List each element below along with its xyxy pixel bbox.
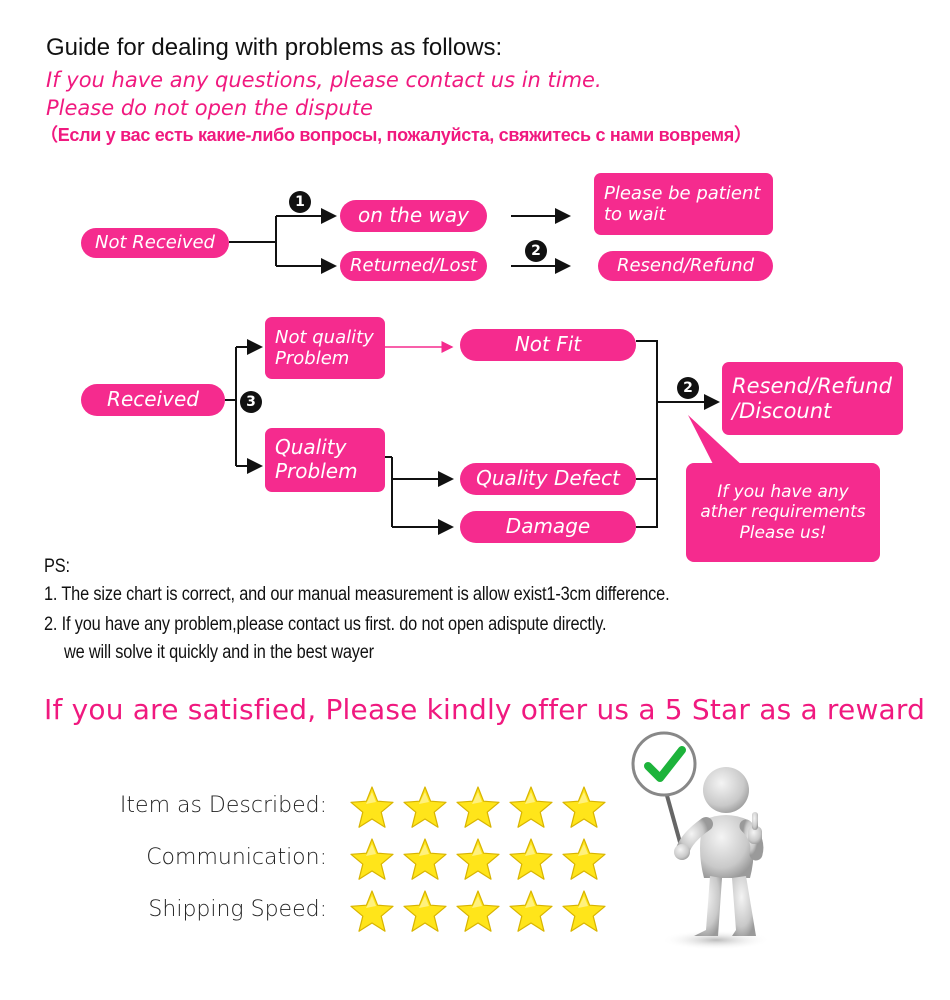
rating-stars-item-described (348, 784, 608, 830)
star-icon (507, 836, 555, 882)
rating-stars-shipping-speed (348, 888, 608, 934)
star-icon (454, 784, 502, 830)
returned-lost-box: Returned/Lost (340, 251, 487, 281)
received-label: Received (107, 387, 199, 412)
ps-line-3: we will solve it quickly and in the best… (64, 642, 374, 663)
quality-line-2: Problem (275, 459, 358, 483)
russian-note: （Если у вас есть какие-либо вопросы, пож… (40, 125, 752, 145)
resend-refund-discount-box: Resend/Refund /Discount (722, 362, 903, 435)
quality-line-1: Quality (275, 435, 347, 460)
star-icon (454, 888, 502, 934)
flow-connectors (225, 208, 745, 535)
step-badge-2: 2 (525, 240, 547, 262)
damage-label: Damage (505, 514, 591, 539)
not-quality-problem-box: Not quality Problem (265, 317, 385, 379)
contact-note: If you have any questions, please contac… (46, 68, 602, 92)
returned-lost-label: Returned/Lost (350, 255, 477, 277)
rating-label-communication: Communication: (146, 845, 327, 870)
step-badge-3: 3 (240, 391, 262, 413)
star-icon (401, 888, 449, 934)
rating-label-shipping-speed: Shipping Speed: (148, 897, 327, 922)
step-badge-1: 1 (289, 191, 311, 213)
star-icon (401, 836, 449, 882)
resend-refund-discount-line-2: /Discount (732, 398, 832, 423)
star-icon (507, 888, 555, 934)
not-quality-line-1: Not quality (275, 326, 374, 348)
received-box: Received (81, 384, 225, 416)
damage-box: Damage (460, 511, 636, 543)
not-fit-label: Not Fit (514, 332, 582, 357)
thumbs-up-figure-with-checkmark-sign-icon (631, 731, 771, 950)
resend-refund-discount-line-1: Resend/Refund (732, 373, 892, 398)
requirements-callout: If you have any ather requirements Pleas… (686, 463, 880, 562)
callout-line-1: If you have any (717, 482, 849, 503)
star-icon (454, 836, 502, 882)
star-icon (507, 784, 555, 830)
not-received-label: Not Received (95, 232, 215, 254)
on-the-way-label: on the way (358, 203, 469, 228)
patient-line-2: to wait (604, 204, 666, 225)
five-star-request: If you are satisfied, Please kindly offe… (44, 693, 926, 726)
star-icon (348, 888, 396, 934)
page-title: Guide for dealing with problems as follo… (46, 34, 503, 61)
star-icon (348, 784, 396, 830)
rating-stars-communication (348, 836, 608, 882)
resend-refund-label: Resend/Refund (616, 255, 755, 277)
quality-problem-box: Quality Problem (265, 428, 385, 492)
star-icon (560, 784, 608, 830)
not-fit-box: Not Fit (460, 329, 636, 361)
quality-defect-box: Quality Defect (460, 463, 636, 495)
rating-label-item-described: Item as Described: (119, 793, 327, 818)
ps-line-2: 2. If you have any problem,please contac… (44, 614, 607, 635)
star-icon (560, 888, 608, 934)
patient-line-1: Please be patient (604, 182, 761, 204)
resend-refund-box: Resend/Refund (598, 251, 773, 281)
star-icon (348, 836, 396, 882)
star-icon (401, 784, 449, 830)
ps-label: PS: (44, 556, 70, 577)
callout-line-3: Please us! (739, 522, 827, 543)
star-icon (560, 836, 608, 882)
ps-line-1: 1. The size chart is correct, and our ma… (44, 584, 670, 605)
please-be-patient-box: Please be patient to wait (594, 173, 773, 235)
step-badge-2b: 2 (677, 377, 699, 399)
not-received-box: Not Received (81, 228, 229, 258)
quality-defect-label: Quality Defect (476, 466, 620, 491)
dispute-note: Please do not open the dispute (46, 96, 373, 120)
callout-line-2: ather requirements (700, 502, 866, 523)
on-the-way-box: on the way (340, 200, 487, 232)
not-quality-line-2: Problem (275, 348, 350, 369)
